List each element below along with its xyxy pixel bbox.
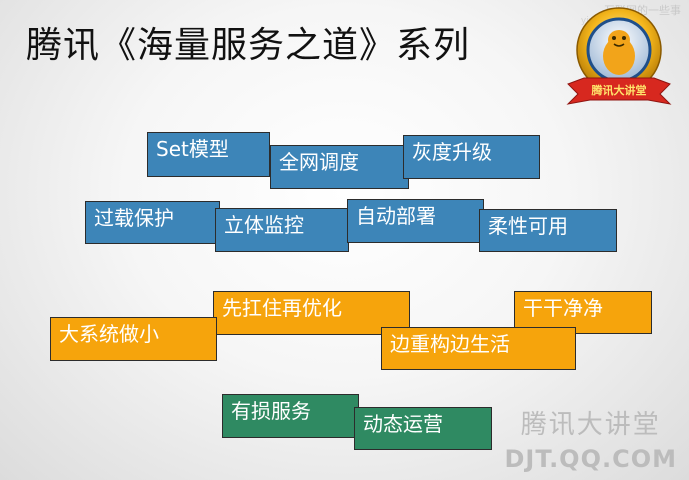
box-split-big-system: 大系统做小 [50, 317, 217, 361]
box-gray-release: 灰度升级 [403, 135, 540, 179]
badge-text: 腾讯大讲堂 [592, 83, 647, 97]
box-overload-protection: 过载保护 [85, 201, 220, 244]
box-lossy-service: 有损服务 [222, 394, 359, 438]
brand-watermark: 腾讯大讲堂 DJT.QQ.COM [504, 404, 677, 473]
box-clean: 干干净净 [514, 291, 652, 334]
box-dynamic-operation: 动态运营 [354, 407, 492, 450]
tencent-lecture-badge: 腾讯大讲堂 [566, 7, 672, 105]
box-global-scheduling: 全网调度 [270, 145, 409, 189]
box-hold-then-optimize: 先扛住再优化 [213, 291, 410, 335]
brand-cn: 腾讯大讲堂 [520, 410, 661, 440]
box-3d-monitoring: 立体监控 [215, 208, 349, 252]
box-set-model: Set模型 [147, 132, 270, 177]
brand-url: DJT.QQ.COM [504, 445, 677, 473]
slide-title: 腾讯《海量服务之道》系列 [26, 25, 471, 66]
box-auto-deploy: 自动部署 [347, 199, 484, 243]
box-refactor-while-living: 边重构边生活 [381, 327, 576, 370]
box-flexible-availability: 柔性可用 [479, 209, 617, 252]
penguin-icon [603, 30, 635, 75]
